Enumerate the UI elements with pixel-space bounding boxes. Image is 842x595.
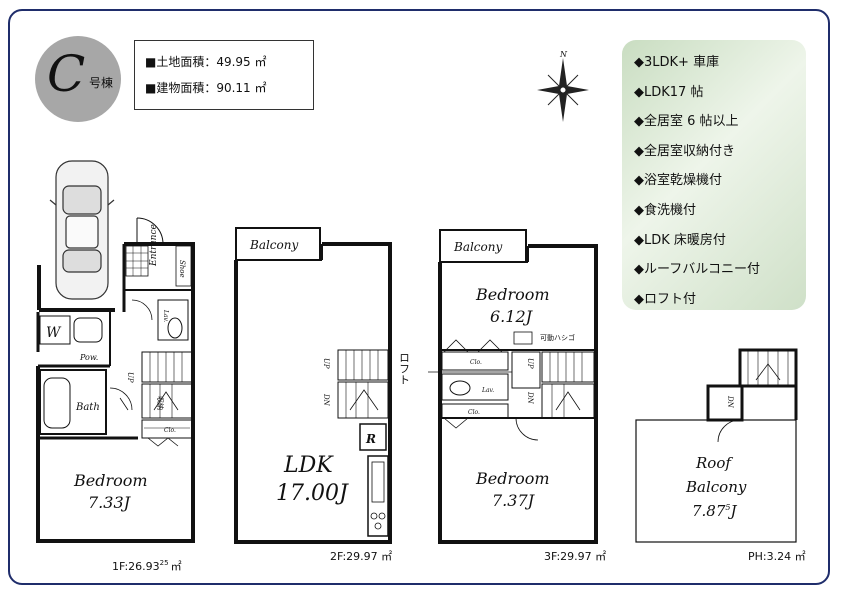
feature-item: ◆LDK 床暖房付 (634, 232, 726, 248)
loft-label: ロフト (398, 352, 411, 385)
bedroom-size-3f-south: 7.37J (492, 491, 536, 510)
feature-item: ◆浴室乾燥機付 (634, 173, 722, 189)
area-summary: ■土地面積：49.95 ㎡ ■建物面積：90.11 ㎡ (134, 40, 314, 110)
feature-item: ◆3LDK+ 車庫 (634, 55, 720, 70)
bedroom-label-3f-south: Bedroom (475, 469, 550, 488)
compass-icon: N (537, 50, 589, 122)
feature-item: ◆食洗機付 (634, 202, 696, 218)
feature-list: ◆3LDK+ 車庫 ◆LDK17 帖 ◆全居室 6 帖以上 ◆全居室収納付き ◆… (622, 40, 806, 310)
stairs-up-label-2f: UP (322, 358, 330, 369)
lav-label-3f: Lav. (481, 387, 494, 394)
fridge-label: R (365, 432, 376, 446)
penthouse-floor (635, 348, 798, 543)
land-area: ■土地面積：49.95 ㎡ (145, 55, 267, 69)
building-badge: C 号棟 (35, 36, 121, 122)
roof-balcony-size: 7.875J (692, 502, 738, 520)
ldk-label: LDK (283, 453, 334, 478)
stairs-up-label-3f: UP (526, 358, 534, 369)
floor-1-area-unit: ㎡ (171, 560, 182, 573)
storage-label-1f: 収納 (156, 396, 165, 410)
compass-north-label: N (559, 50, 568, 59)
stairs-up-label-1f: UP (126, 372, 134, 383)
ldk-size: 17.00J (276, 481, 349, 506)
feature-item: ◆LDK17 帖 (634, 84, 704, 100)
feature-item: ◆全居室 6 帖以上 (634, 114, 739, 130)
feature-item: ◆ロフト付 (634, 291, 696, 307)
floor-1-area-main: 1F:26.93 (112, 560, 160, 573)
feature-item: ◆ルーフバルコニー付 (634, 262, 760, 278)
balcony-label-3f: Balcony (453, 240, 502, 254)
pow-label: Pow. (79, 353, 98, 362)
car-icon (49, 160, 115, 300)
roof-balcony-size-sup: 5 (725, 503, 730, 512)
bath-label: Bath (75, 402, 100, 413)
floor-1-area-sup: 25 (160, 559, 169, 567)
roof-balcony-size-unit: J (728, 502, 738, 520)
roof-balcony-size-main: 7.87 (692, 502, 726, 520)
stairs-down-label-3f: DN (526, 391, 534, 405)
bedroom-label-3f-north: Bedroom (475, 285, 550, 304)
balcony-label-2f: Balcony (249, 238, 298, 252)
closet-label-1f: Clo. (164, 427, 176, 434)
floor-2 (234, 227, 392, 544)
bedroom-label-1f: Bedroom (73, 471, 148, 490)
floor-3-area: 3F:29.97 ㎡ (544, 550, 606, 563)
bedroom-size-1f: 7.33J (88, 493, 132, 512)
wash-label: W (46, 325, 62, 341)
penthouse-area: PH:3.24 ㎡ (748, 550, 806, 563)
feature-item: ◆全居室収納付き (634, 143, 735, 159)
building-suffix: 号棟 (89, 76, 114, 90)
movable-ladder-label: 可動ハシゴ (540, 333, 575, 342)
roof-balcony-label: Balcony (685, 478, 747, 496)
closet-label-3f-lower: Clo. (468, 409, 480, 416)
stairs-down-label-2f: DN (322, 393, 330, 407)
roof-label: Roof (695, 454, 733, 472)
building-area: ■建物面積：90.11 ㎡ (145, 81, 267, 95)
shoe-label: Shoe (178, 260, 186, 278)
building-letter: C (47, 45, 86, 103)
page-frame (8, 9, 830, 585)
closet-label-3f-upper: Clo. (470, 359, 482, 366)
lav-label-1f: Lav. (162, 309, 169, 322)
bedroom-size-3f-north: 6.12J (490, 307, 534, 326)
stairs-down-label-ph: DN (726, 395, 734, 409)
floor-3 (428, 229, 598, 544)
floor-1 (36, 160, 195, 543)
entrance-label: Entrance (149, 224, 159, 267)
floor-2-area: 2F:29.97 ㎡ (330, 550, 392, 563)
